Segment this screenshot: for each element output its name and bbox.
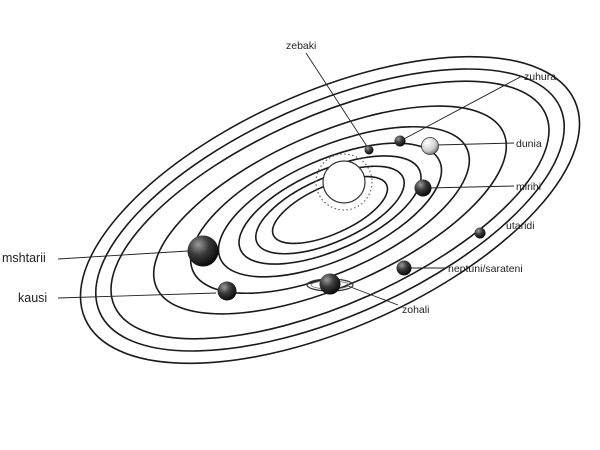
leader-lines (57, 52, 523, 306)
label-kausi: kausi (18, 291, 47, 305)
label-zohali: zohali (402, 304, 429, 316)
planet-zebaki (364, 145, 374, 155)
sun (315, 153, 373, 211)
label-neptuni-sarateni: neptuni/sarateni (448, 263, 523, 275)
orbit-6 (152, 105, 508, 315)
planet-kausi (217, 281, 237, 301)
orbit-4 (217, 142, 443, 278)
planet-utaridi (474, 227, 486, 239)
planet-mirihi (414, 179, 432, 197)
label-zebaki: zebaki (286, 40, 316, 52)
orbit-2 (254, 165, 406, 255)
orbits (79, 55, 581, 365)
planet-neptuni (396, 260, 412, 276)
orbit-9 (79, 55, 581, 365)
orbit-8 (94, 68, 566, 352)
planet-zuhura (394, 135, 406, 147)
planet-zohali (306, 273, 354, 295)
orbit-7 (110, 80, 550, 340)
label-zuhura: zuhura (524, 71, 556, 83)
label-utaridi: utaridi (506, 220, 535, 232)
orbit-1 (271, 175, 389, 245)
label-mirihi: mirihi (516, 181, 541, 193)
orbit-3 (238, 155, 422, 265)
orbit-5 (189, 125, 471, 295)
planet-mshtarii (187, 235, 219, 267)
planet-dunia (421, 137, 439, 155)
label-dunia: dunia (516, 138, 542, 150)
label-mshtarii: mshtarii (2, 251, 46, 265)
